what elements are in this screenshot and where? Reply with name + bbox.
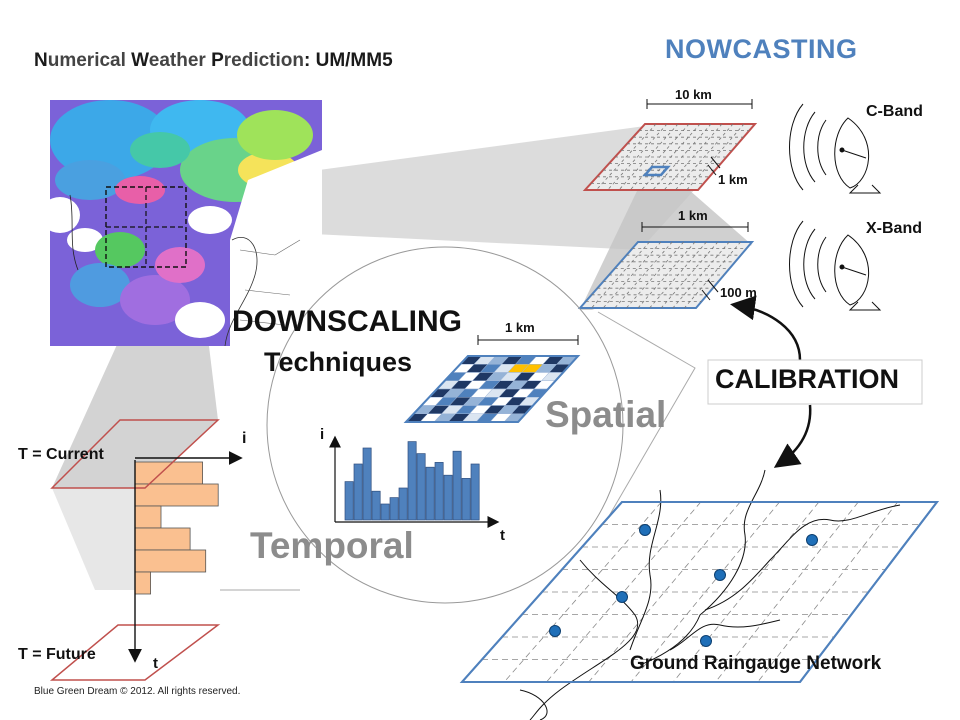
- river-line: [704, 504, 901, 611]
- inset-histogram-bar: [371, 490, 381, 521]
- scale-label-1km-c: 1 km: [505, 320, 535, 335]
- calibration-arrow-up: [730, 295, 802, 361]
- river-line: [519, 689, 548, 720]
- river-line: [639, 469, 766, 666]
- inset-histogram-bar: [398, 487, 408, 521]
- time-future-label: T = Future: [18, 646, 96, 663]
- calibration-connector: [597, 311, 696, 536]
- scale-label-10km: 10 km: [675, 87, 712, 102]
- inset-time-label: t: [500, 527, 505, 544]
- temporal-bar: [134, 549, 207, 573]
- techniques-subtitle: Techniques: [264, 347, 413, 377]
- inset-histogram-bar: [389, 497, 399, 521]
- time-axis-bars: [134, 461, 219, 595]
- current-time-grid: [50, 419, 220, 489]
- inset-histogram-bar: [407, 441, 417, 521]
- inset-histogram-bar: [443, 474, 453, 521]
- inset-histogram-bar: [452, 450, 462, 521]
- c-band-radar-icon: [789, 103, 882, 194]
- time-axis-label: t: [153, 655, 158, 672]
- projection-zone-nwp-to-time: [52, 338, 218, 488]
- inset-histogram-bar: [362, 447, 372, 521]
- temporal-bar: [134, 527, 191, 551]
- nwp-rainfall-map: [50, 100, 322, 346]
- raingauge-marker: [700, 635, 712, 647]
- radar-grid-100m: [577, 241, 755, 309]
- scale-bars: [477, 99, 753, 345]
- inset-histogram-bar: [344, 481, 354, 521]
- raingauge-marker: [806, 534, 818, 546]
- inset-histogram-bar: [434, 462, 444, 521]
- inset-histogram-bar: [380, 503, 390, 521]
- scale-label-1km-a: 1 km: [718, 172, 748, 187]
- time-current-label: T = Current: [18, 446, 104, 463]
- nwp-title: Numerical Weather Prediction: UM/MM5: [34, 50, 393, 71]
- spatial-downscaled-grid: [403, 355, 581, 423]
- calibration-arrow-down: [773, 404, 812, 468]
- ground-network-label: Ground Raingauge Network: [630, 653, 882, 674]
- temporal-histogram-inset: [329, 435, 500, 528]
- scale-label-1km-b: 1 km: [678, 208, 708, 223]
- downscaling-circle: [266, 246, 624, 604]
- inset-histogram-bar: [470, 463, 480, 521]
- temporal-bar: [134, 505, 162, 529]
- calibration-box: [707, 359, 923, 405]
- river-line: [669, 619, 781, 651]
- temporal-label: Temporal: [250, 525, 414, 566]
- calibration-label: CALIBRATION: [715, 364, 899, 394]
- temporal-bar: [134, 571, 152, 595]
- inset-histogram-bar: [416, 453, 426, 521]
- scale-label-100m: 100 m: [720, 285, 757, 300]
- c-band-label: C-Band: [866, 103, 923, 120]
- x-band-label: X-Band: [866, 220, 922, 237]
- raingauge-marker: [714, 569, 726, 581]
- projection-zone-time-strip: [52, 488, 145, 590]
- raingauge-marker: [616, 591, 628, 603]
- spatial-label: Spatial: [545, 394, 667, 435]
- downscaling-title: DOWNSCALING: [232, 305, 462, 338]
- intensity-axis-label: i: [242, 430, 247, 447]
- ground-raingauge-network: [459, 469, 940, 720]
- raingauge-marker: [549, 625, 561, 637]
- inset-intensity-label: i: [320, 426, 325, 443]
- inset-histogram-bar: [461, 478, 471, 521]
- river-line: [629, 489, 662, 651]
- nowcasting-title: NOWCASTING: [665, 34, 858, 64]
- inset-histogram-bar: [353, 463, 363, 521]
- temporal-bar: [134, 483, 219, 507]
- x-band-radar-icon: [789, 220, 882, 311]
- future-time-grid: [49, 624, 221, 681]
- radar-grid-10km: [582, 123, 758, 191]
- copyright-notice: Blue Green Dream © 2012. All rights rese…: [34, 686, 241, 697]
- river-line: [529, 559, 638, 720]
- inset-histogram-bar: [425, 466, 435, 521]
- raingauge-marker: [639, 524, 651, 536]
